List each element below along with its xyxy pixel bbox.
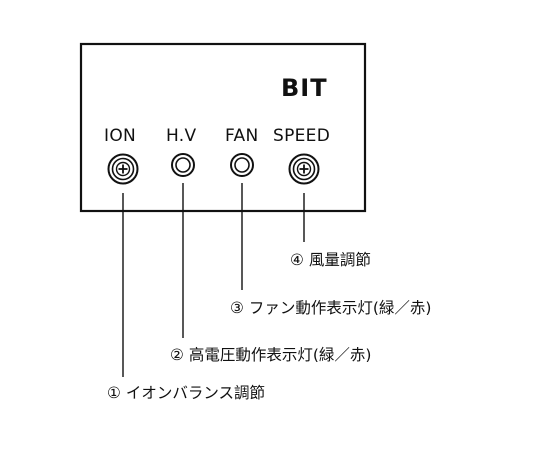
speed-knob[interactable] (288, 153, 320, 185)
label-fan: FAN (225, 126, 258, 146)
callout-ion-adjust: ① イオンバランス調節 (107, 384, 265, 402)
panel-frame (79, 42, 367, 213)
callout-fan-lamp: ③ ファン動作表示灯(緑／赤) (230, 299, 431, 317)
indicator-lamp-icon (230, 153, 254, 177)
logo-text: BIT (281, 74, 328, 102)
hv-indicator-lamp (171, 153, 195, 177)
screw-knob-icon (296, 161, 312, 177)
label-speed: SPEED (273, 126, 330, 146)
label-ion: ION (104, 126, 136, 146)
screw-knob-icon (115, 161, 131, 177)
ion-knob-mid (111, 157, 135, 181)
fan-indicator-lamp (230, 153, 254, 177)
speed-knob-outer (288, 153, 320, 185)
callout-speed-adjust: ④ 風量調節 (290, 251, 371, 269)
label-hv: H.V (166, 126, 196, 146)
ion-balance-knob[interactable] (107, 153, 139, 185)
speed-knob-mid (292, 157, 316, 181)
ion-knob-outer (107, 153, 139, 185)
bit-logo: BIT (281, 74, 328, 102)
callout-hv-lamp: ② 高電圧動作表示灯(緑／赤) (170, 346, 371, 364)
indicator-lamp-icon (171, 153, 195, 177)
